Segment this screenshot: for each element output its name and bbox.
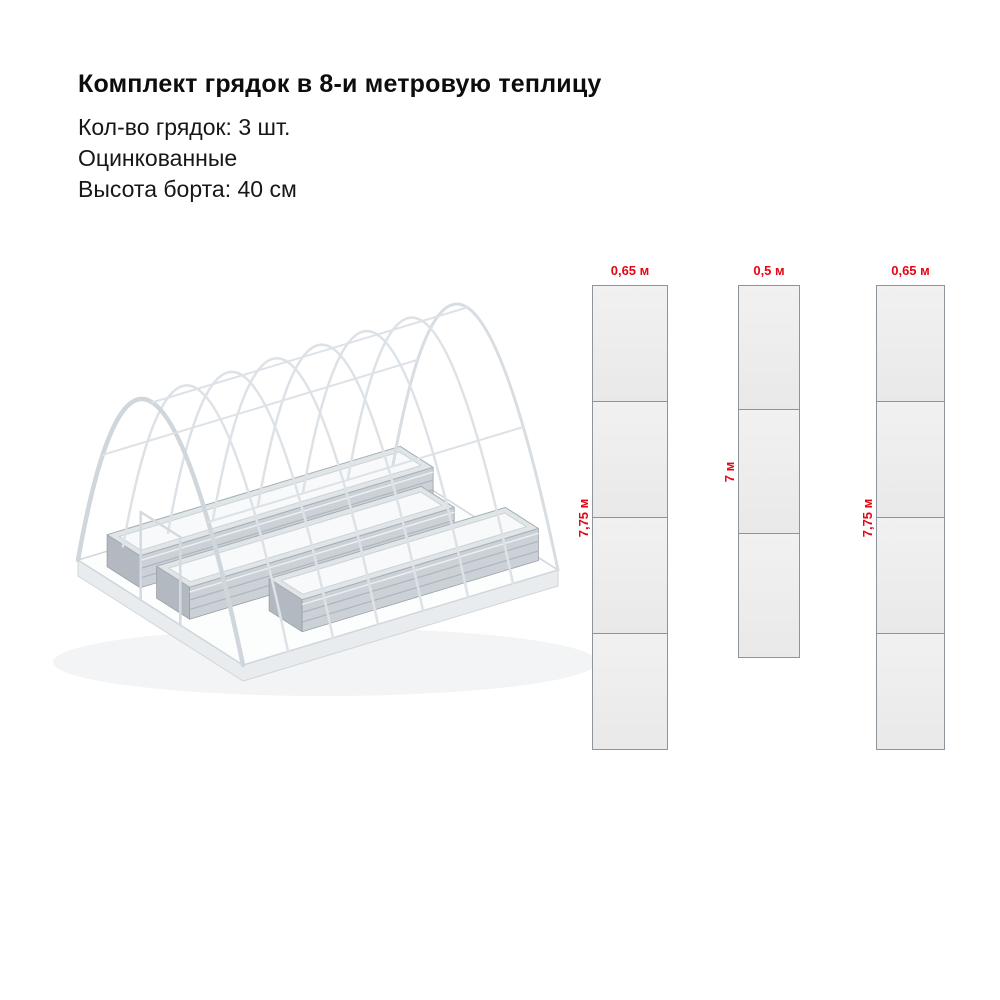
greenhouse-illustration [53, 302, 597, 696]
bed-section [739, 410, 799, 534]
bed-diagram-3: 0,65 м 7,75 м [860, 263, 945, 750]
spec-line-board-height: Высота борта: 40 см [78, 176, 297, 202]
bed-rectangle [738, 285, 800, 658]
bed-section [593, 634, 667, 749]
bed-width-label: 0,5 м [753, 263, 785, 278]
bed-section [739, 534, 799, 657]
greenhouse-frame [75, 302, 560, 668]
bed-section [877, 286, 944, 402]
garden-bed-near [268, 507, 539, 633]
product-title: Комплект грядок в 8-и метровую теплицу [78, 70, 602, 98]
bed-width-label: 0,65 м [891, 263, 930, 278]
bed-rectangle [876, 285, 945, 750]
spec-line-count: Кол-во грядок: 3 шт. [78, 114, 291, 140]
bed-section [877, 634, 944, 749]
bed-section [593, 402, 667, 518]
bed-section [877, 518, 944, 634]
bed-diagram-2: 0,5 м 7 м [722, 263, 800, 658]
bed-width-label: 0,65 м [610, 263, 650, 278]
bed-rectangle [592, 285, 668, 750]
bed-section [593, 518, 667, 634]
bed-section [739, 286, 799, 410]
spec-line-material: Оцинкованные [78, 145, 238, 171]
header: Комплект грядок в 8-и метровую теплицу К… [78, 70, 602, 205]
bed-length-label: 7 м [722, 461, 737, 482]
bed-length-label: 7,75 м [860, 498, 875, 537]
bed-section [877, 402, 944, 518]
door-frame [139, 510, 182, 627]
bed-section [593, 286, 667, 402]
